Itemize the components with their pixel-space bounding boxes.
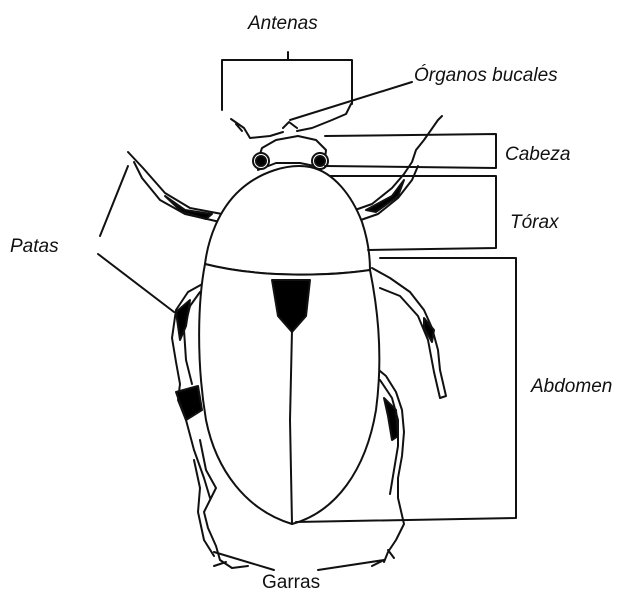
mouthparts [283, 122, 297, 128]
antenna-right [297, 104, 351, 131]
leg-rear-right-dark [384, 398, 398, 440]
label-cabeza: Cabeza [505, 145, 571, 164]
patas-leader-upper [100, 166, 128, 236]
label-garras: Garras [262, 573, 320, 592]
label-torax: Tórax [510, 213, 559, 232]
label-abdomen: Abdomen [531, 377, 612, 396]
antenna-left [231, 119, 283, 138]
eye-left-inner [256, 156, 266, 166]
leg-front-right [355, 116, 442, 222]
leg-rear-left-dark [176, 386, 202, 420]
leg-mid-right [372, 268, 446, 398]
thorax [205, 166, 370, 275]
patas-leader-lower [98, 254, 174, 312]
label-patas: Patas [10, 237, 59, 256]
label-organos-bucales: Órganos bucales [414, 66, 558, 85]
claw-right [372, 550, 394, 566]
leg-front-left [128, 152, 222, 222]
antenas-bracket [222, 52, 352, 110]
eye-right-inner [315, 156, 325, 166]
label-antenas: Antenas [248, 14, 318, 33]
